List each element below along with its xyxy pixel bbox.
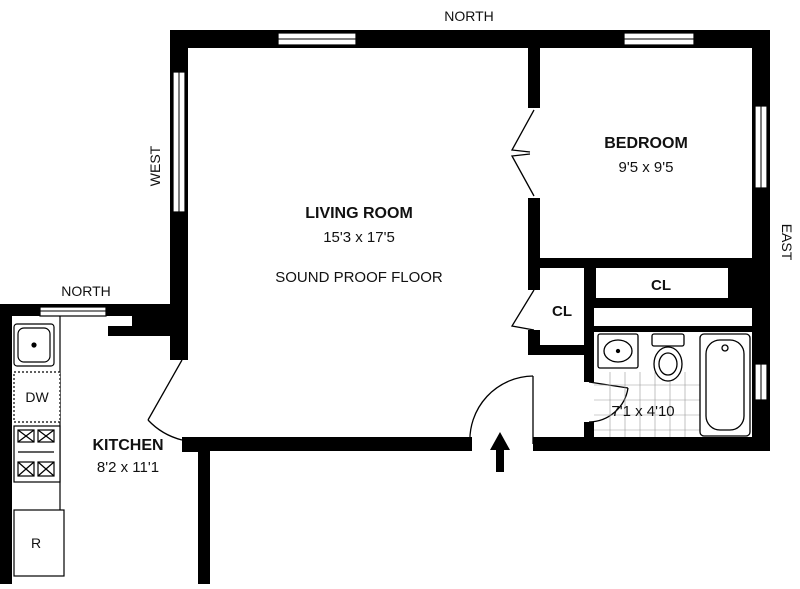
kitchen-fixtures: [13, 316, 65, 577]
bedroom-closet-label: CL: [651, 277, 671, 294]
kitchen-door-leaf: [147, 359, 183, 421]
compass-east: EAST: [779, 224, 795, 261]
toilet-icon: [651, 333, 685, 382]
stove-icon: [13, 425, 61, 483]
window-north-kitchen: [39, 306, 107, 317]
bathroom-door-arc: [588, 387, 629, 423]
partition-lower: [528, 198, 540, 260]
entry-door-arc: [469, 375, 534, 445]
labels: NORTH NORTH WEST EAST LIVING ROOM 15'3 x…: [25, 8, 795, 551]
bedroom-closet-wall-left: [584, 258, 596, 308]
kitchen-west-wall: [0, 304, 12, 584]
hall-closet-door-swing: [510, 289, 535, 331]
partition-upper: [528, 40, 540, 108]
bathroom-dimensions: 7'1 x 4'10: [611, 403, 674, 420]
kitchen-chimney: [108, 304, 182, 336]
bathroom-sink-icon: [597, 333, 639, 369]
refrigerator-label: R: [31, 535, 41, 551]
doors: [147, 109, 728, 445]
hall-closet-label: CL: [552, 303, 572, 320]
bathroom-wall-top: [584, 326, 770, 332]
bedroom-south-wall: [528, 258, 770, 268]
bedroom-door-swing-lower: [510, 153, 535, 197]
compass-west: WEST: [147, 145, 163, 186]
bedroom-door-swing: [510, 109, 535, 153]
living-room-note: SOUND PROOF FLOOR: [275, 269, 443, 286]
kitchen-sink-icon: [13, 323, 55, 367]
hall-closet-wall-bottom: [528, 345, 594, 355]
living-room-name: LIVING ROOM: [305, 205, 413, 222]
south-wall-left: [182, 437, 472, 451]
walls: [0, 30, 770, 584]
bedroom-dimensions: 9'5 x 9'5: [619, 159, 674, 176]
window-north-living: [277, 32, 357, 46]
bedroom-name: BEDROOM: [604, 135, 688, 152]
window-east-bedroom: [754, 105, 768, 189]
compass-north-top: NORTH: [444, 8, 494, 24]
windows: [39, 32, 768, 401]
window-north-bedroom: [623, 32, 695, 46]
dishwasher-box: [13, 371, 61, 423]
kitchen-wall-stub: [182, 440, 210, 452]
compass-north-kitchen: NORTH: [61, 283, 111, 299]
kitchen-door-arc: [147, 419, 183, 441]
window-east-bathroom: [754, 363, 768, 401]
hall-closet-wall-left: [528, 268, 540, 290]
bedroom-closet-wall-bottom: [584, 298, 770, 308]
bathroom-fixtures: [594, 333, 751, 437]
bathroom-wall-left-lower: [584, 422, 594, 450]
bathtub-icon: [699, 333, 751, 437]
bathroom-tile-floor: [594, 372, 700, 437]
kitchen-dimensions: 8'2 x 11'1: [97, 459, 159, 476]
west-wall-stub: [170, 280, 188, 336]
kitchen-east-wall: [198, 440, 210, 584]
south-wall-right: [533, 437, 770, 451]
entry-arrow-icon: [490, 432, 510, 472]
bathroom-wall-left: [584, 300, 594, 382]
dishwasher-label: DW: [25, 389, 49, 405]
kitchen-name: KITCHEN: [92, 437, 163, 454]
refrigerator-box: [13, 509, 65, 577]
living-room-dimensions: 15'3 x 17'5: [323, 229, 395, 246]
window-west-living: [172, 71, 186, 213]
